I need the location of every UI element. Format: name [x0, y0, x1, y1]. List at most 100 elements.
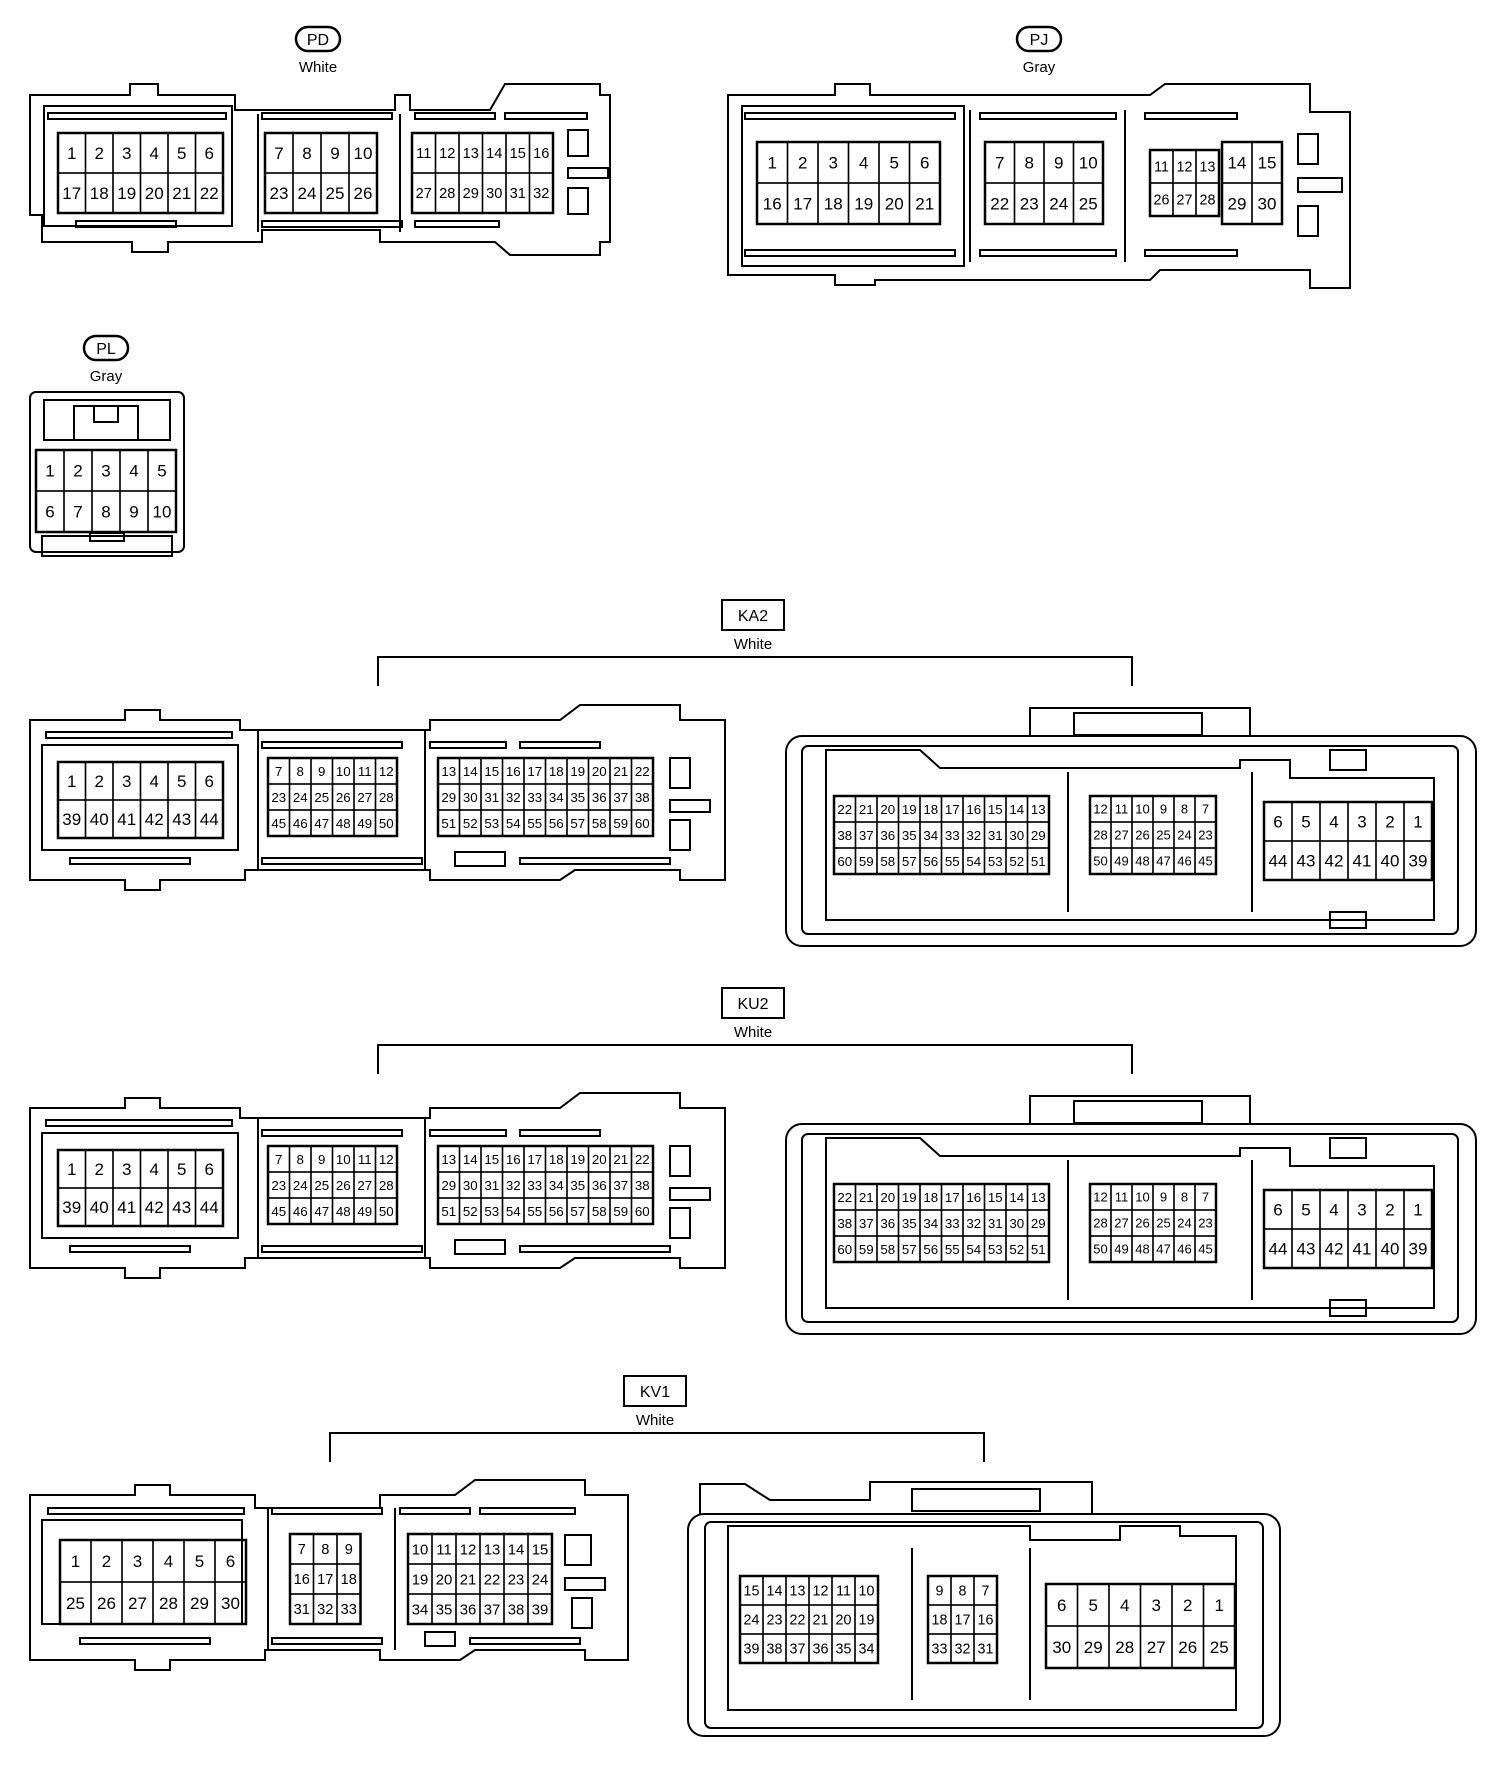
- pin-number: 54: [506, 816, 521, 831]
- pin-number: 35: [902, 828, 917, 843]
- connector-pd: PD White: [29, 25, 611, 256]
- pin-number: 12: [1093, 1190, 1107, 1205]
- pin-number: 6: [226, 1552, 235, 1571]
- pin-number: 21: [172, 184, 191, 203]
- pin-number: 50: [1093, 854, 1107, 869]
- pin-number: 46: [1177, 1242, 1191, 1257]
- pin-number: 14: [486, 146, 502, 162]
- pin-cell: [1194, 847, 1217, 875]
- pin-cell: [1072, 182, 1104, 225]
- connector-pj: PJ Gray: [727, 25, 1351, 289]
- pin-number: 32: [955, 1642, 971, 1658]
- pin-number: 57: [902, 1242, 917, 1257]
- pin-number: 39: [1409, 852, 1428, 871]
- pin-number: 39: [532, 1602, 549, 1618]
- pin-number: 22: [837, 1190, 852, 1205]
- pin-number: 55: [945, 854, 960, 869]
- pin-cell: [630, 1197, 654, 1225]
- pin-number: 31: [484, 1178, 499, 1193]
- pin-number: 38: [635, 790, 650, 805]
- connector-pl-code: PL: [96, 341, 116, 358]
- pin-number: 25: [1156, 828, 1170, 843]
- pin-number: 58: [880, 1242, 895, 1257]
- pin-number: 53: [988, 1242, 1003, 1257]
- pin-number: 18: [923, 802, 938, 817]
- pin-number: 1: [67, 144, 76, 163]
- pin-number: 10: [336, 1152, 351, 1167]
- pin-number: 19: [854, 195, 873, 214]
- pin-number: 11: [1154, 160, 1169, 176]
- pin-number: 13: [1031, 1190, 1046, 1205]
- pin-number: 10: [412, 1542, 429, 1558]
- pin-number: 19: [117, 184, 136, 203]
- pin-cell: [1026, 847, 1050, 875]
- pin-number: 2: [1385, 813, 1394, 832]
- pin-number: 25: [326, 184, 345, 203]
- pin-cell: [854, 1633, 879, 1664]
- pin-number: 9: [318, 1152, 325, 1167]
- pin-number: 30: [1009, 828, 1024, 843]
- pin-number: 50: [1093, 1242, 1107, 1257]
- pin-number: 40: [1381, 1240, 1400, 1259]
- pin-number: 33: [341, 1602, 357, 1618]
- pin-number: 30: [1052, 1638, 1071, 1657]
- pin-number: 22: [790, 1613, 806, 1629]
- pin-number: 37: [859, 1216, 874, 1231]
- pin-number: 49: [1114, 1242, 1128, 1257]
- pin-number: 36: [880, 828, 895, 843]
- pin-number: 18: [824, 195, 843, 214]
- pin-number: 20: [885, 195, 904, 214]
- pin-number: 51: [1031, 854, 1046, 869]
- pin-number: 23: [270, 184, 289, 203]
- pin-number: 42: [1325, 1240, 1344, 1259]
- connector-kv1: KV1 White: [29, 1375, 1281, 1737]
- pin-number: 6: [920, 154, 929, 173]
- pin-number: 10: [1135, 802, 1149, 817]
- pin-number: 1: [768, 154, 777, 173]
- pin-number: 34: [549, 1178, 564, 1193]
- pin-number: 32: [533, 186, 549, 202]
- pin-number: 4: [150, 1160, 159, 1179]
- pin-number: 11: [436, 1542, 451, 1558]
- pin-number: 11: [836, 1584, 851, 1600]
- pin-number: 6: [45, 503, 54, 522]
- pin-number: 6: [1057, 1596, 1066, 1615]
- pin-number: 26: [354, 184, 373, 203]
- connector-kv1-bracket: [329, 1432, 985, 1462]
- pin-number: 9: [318, 764, 325, 779]
- connector-pl-code-badge: [82, 334, 130, 362]
- pin-number: 56: [923, 854, 938, 869]
- pin-number: 59: [613, 816, 628, 831]
- pin-number: 13: [1031, 802, 1046, 817]
- pin-number: 7: [274, 144, 283, 163]
- pin-number: 20: [145, 184, 164, 203]
- pin-number: 7: [1202, 1190, 1209, 1205]
- pin-number: 5: [177, 1160, 186, 1179]
- connector-kv1-code-badge: [623, 1375, 687, 1407]
- pin-number: 23: [767, 1613, 783, 1629]
- pin-number: 36: [592, 1178, 607, 1193]
- pin-cell: [1195, 182, 1220, 217]
- pin-number: 26: [1178, 1638, 1197, 1657]
- pin-number: 28: [1093, 828, 1107, 843]
- pin-number: 11: [416, 146, 431, 162]
- pin-number: 14: [508, 1542, 525, 1558]
- pin-number: 5: [177, 144, 186, 163]
- pin-number: 43: [1297, 1240, 1316, 1259]
- pin-number: 46: [293, 1204, 308, 1219]
- pin-number: 27: [357, 790, 372, 805]
- pin-number: 37: [484, 1602, 501, 1618]
- pin-number: 2: [95, 772, 104, 791]
- pin-number: 14: [1228, 154, 1247, 173]
- pin-number: 4: [1329, 813, 1338, 832]
- pin-number: 14: [463, 1152, 478, 1167]
- pin-cell: [374, 809, 398, 837]
- pin-number: 40: [90, 1198, 109, 1217]
- pin-number: 20: [436, 1572, 453, 1588]
- pin-number: 45: [1198, 1242, 1212, 1257]
- pin-number: 8: [297, 1152, 304, 1167]
- connector-ku2-bracket: [377, 1044, 1133, 1074]
- pin-number: 19: [902, 1190, 917, 1205]
- pin-number: 36: [813, 1642, 829, 1658]
